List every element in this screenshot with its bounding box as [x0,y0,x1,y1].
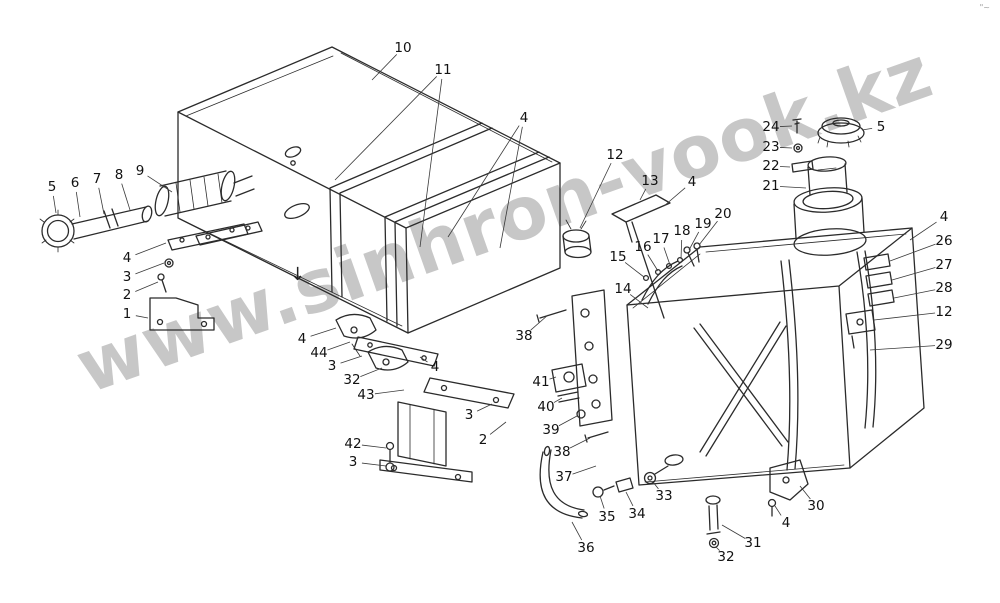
direction-arrow: ↓ [290,264,306,285]
corner-mark: "~ [979,3,990,12]
fuel-hose-and-fittings [539,445,684,519]
fuel-sender-and-bracket [562,194,701,319]
left-fuel-tank [177,46,561,367]
left-mounting-bracket [149,223,249,331]
sender-mounting-plate [536,289,613,443]
filler-neck-assembly [39,170,255,253]
right-fuel-tank [626,117,925,517]
drain-plug [705,495,721,549]
center-support-bracket [379,377,515,483]
tank-strap-clamps [335,313,409,371]
